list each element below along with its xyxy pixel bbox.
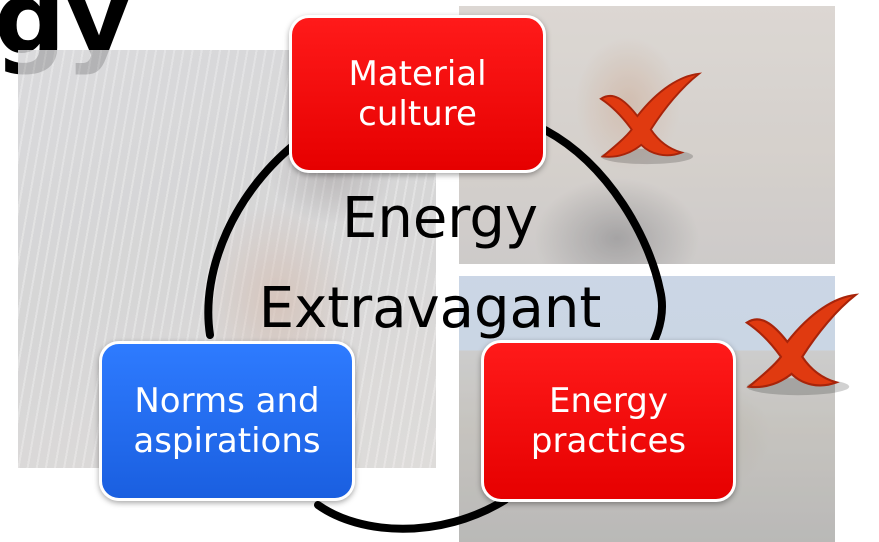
node-norms-line2: aspirations xyxy=(133,421,321,461)
node-practices-line2: practices xyxy=(530,421,687,461)
node-norms-and-aspirations: Norms and aspirations xyxy=(99,341,355,501)
cycle-arc-right xyxy=(541,126,666,349)
cross-mark-icon xyxy=(744,293,860,396)
center-label-line1: Energy xyxy=(341,186,539,251)
node-practices-line1: Energy xyxy=(548,380,669,421)
node-material-culture-line2: culture xyxy=(358,94,477,134)
node-norms-line1: Norms and xyxy=(134,380,320,421)
cross-mark-icon xyxy=(599,72,703,165)
node-material-culture-line1: Material xyxy=(348,53,487,94)
cycle-arc-left xyxy=(204,136,304,339)
center-label-line2: Extravagant xyxy=(258,276,602,341)
node-energy-practices: Energy practices xyxy=(481,340,736,502)
cycle-arc-bottom xyxy=(314,496,509,533)
node-material-culture: Material culture xyxy=(289,15,546,173)
